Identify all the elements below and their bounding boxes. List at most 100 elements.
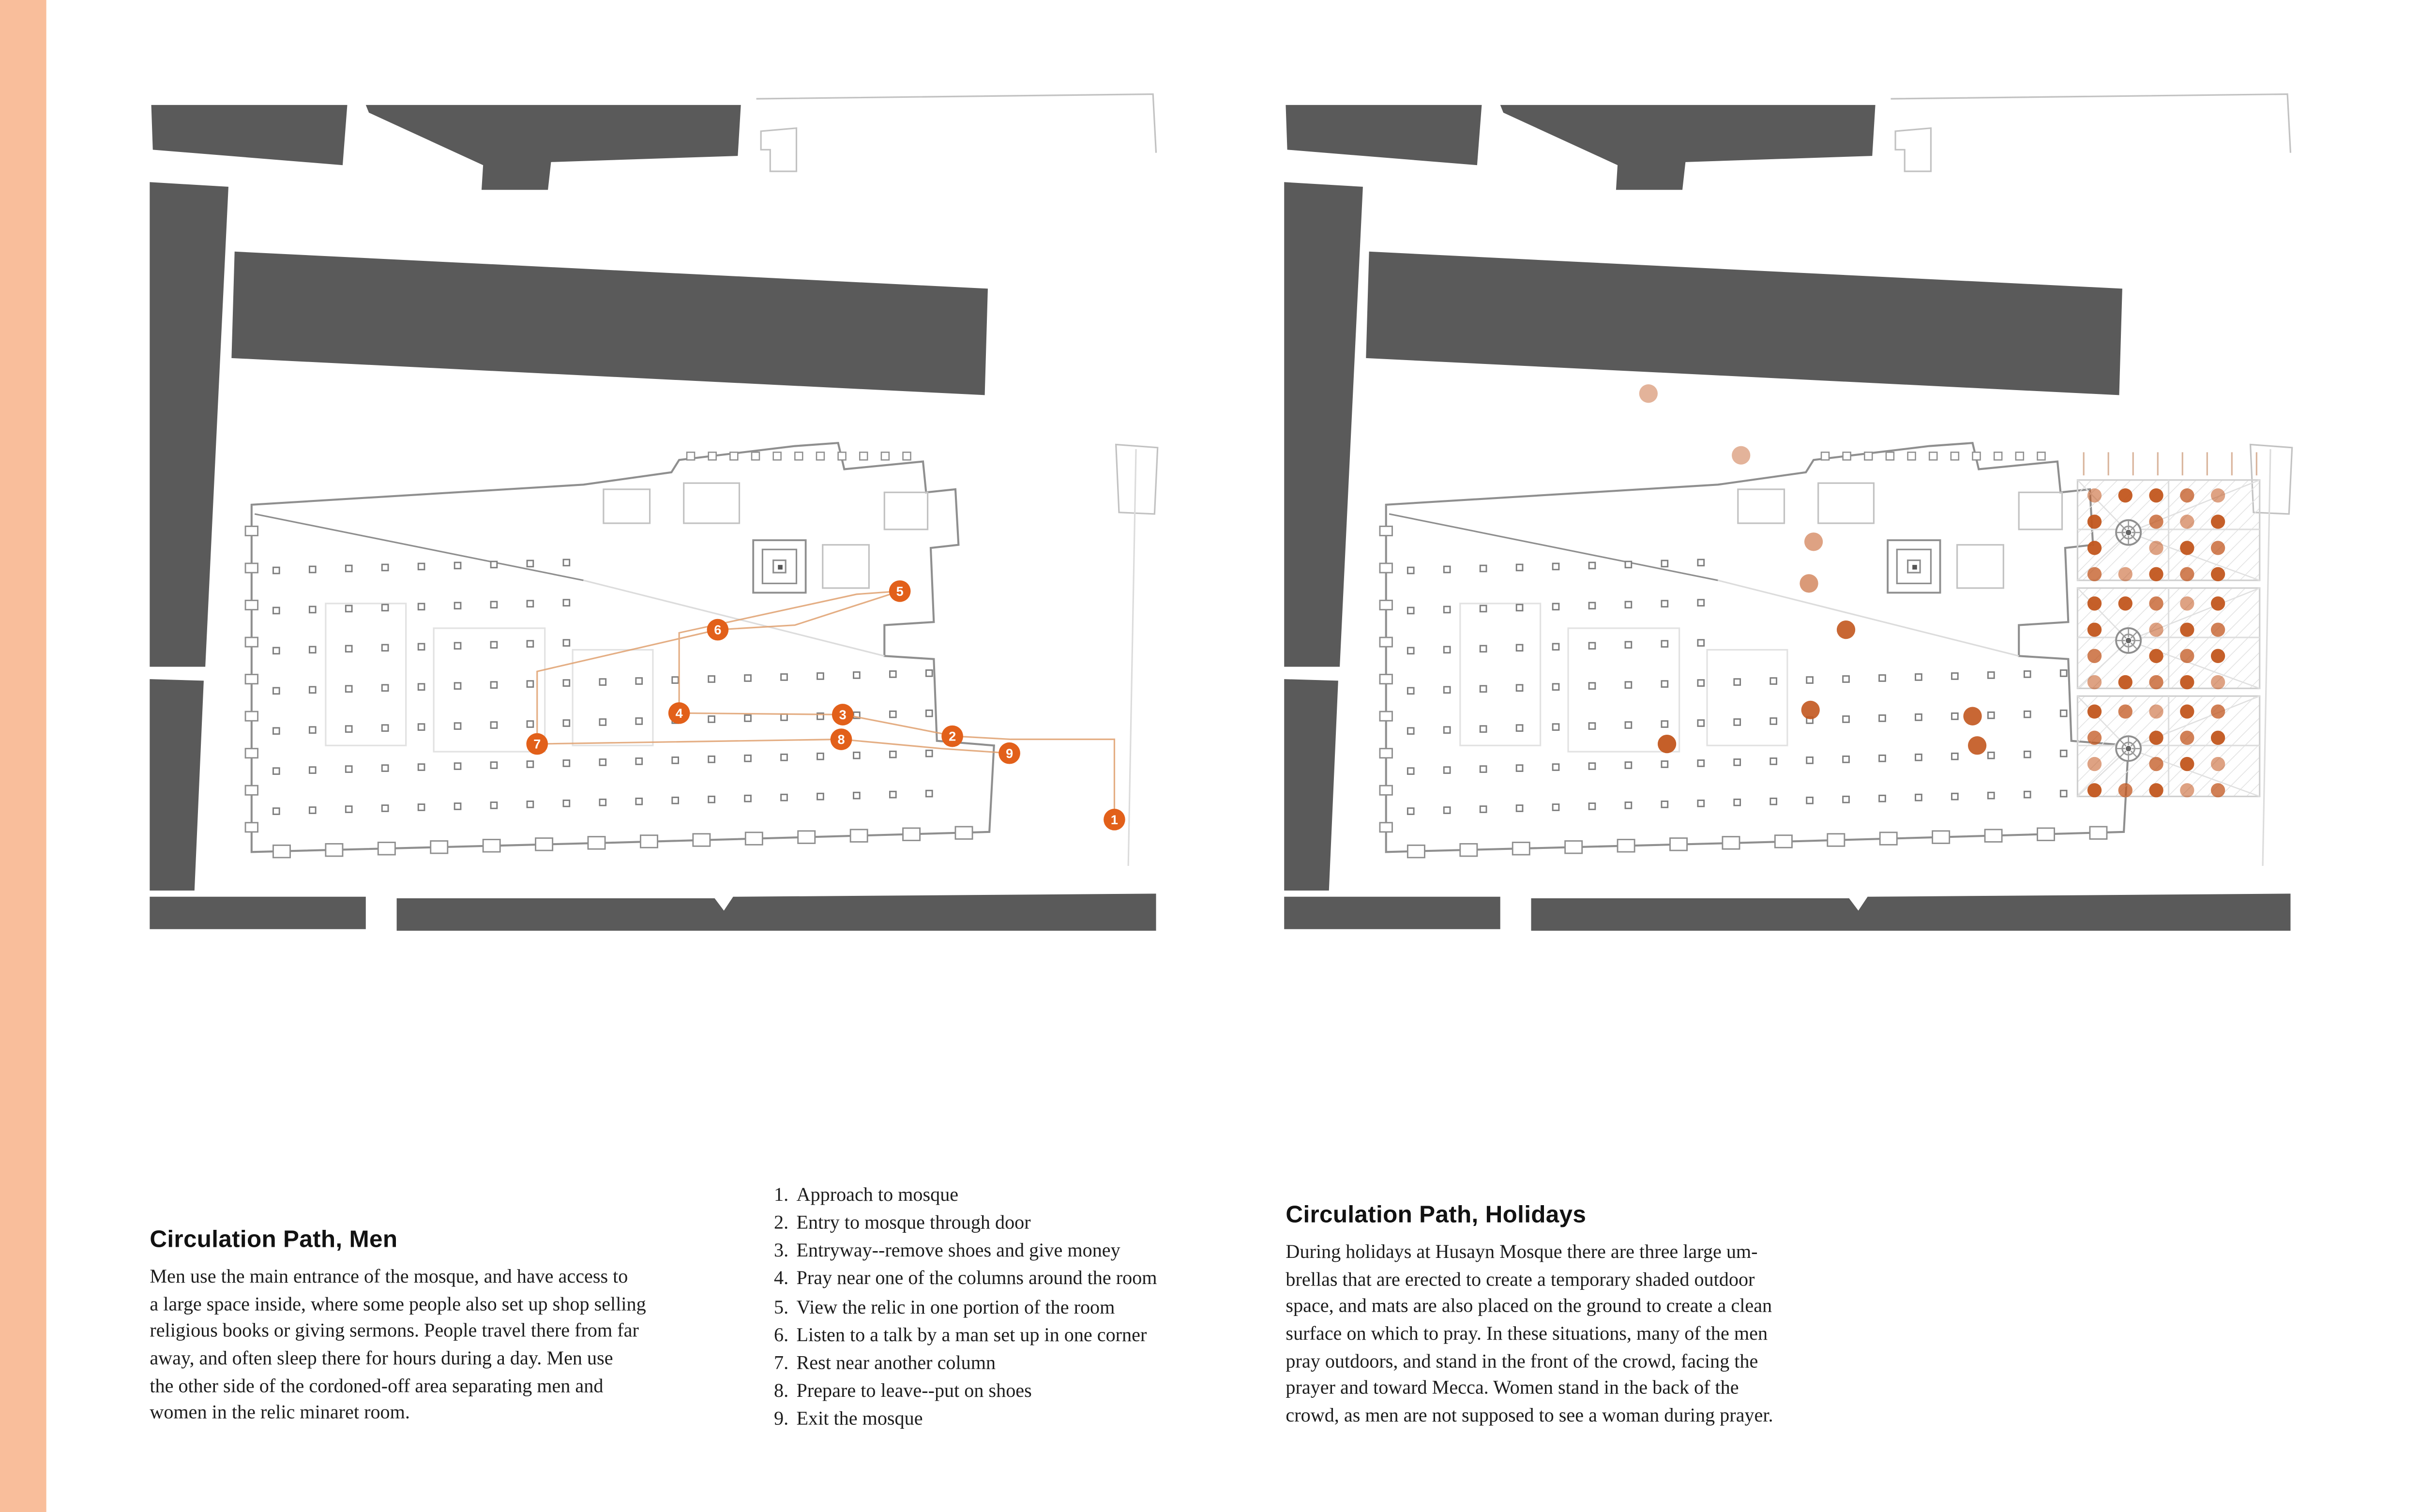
path-marker: 2 [941, 725, 963, 747]
umbrella-icon [2115, 735, 2142, 762]
left-accent-strip [0, 0, 46, 1512]
path-marker: 3 [832, 704, 854, 726]
mat-grid-dot [2210, 488, 2225, 503]
building-shapes [150, 105, 1156, 931]
mat-grid-dot [2118, 596, 2133, 611]
mat-grid-dot [2210, 541, 2225, 555]
mat-dot-grid [2087, 488, 2225, 798]
mat-grid-dot [2149, 488, 2163, 503]
mat-grid-dot [2180, 675, 2194, 690]
prayer-mat-area [2076, 452, 2261, 798]
holiday-plan-svg [1284, 93, 2293, 931]
holiday-caption: Circulation Path, Holidays During holida… [1286, 1202, 1826, 1430]
circulation-steps-list: Approach to mosqueEntry to mosque throug… [767, 1181, 1256, 1433]
path-marker-label: 2 [949, 729, 956, 744]
umbrella-icon [2115, 519, 2142, 546]
mat-grid-dot [2087, 783, 2102, 798]
circulation-path-line [536, 590, 1116, 820]
path-marker-label: 4 [676, 706, 683, 721]
holiday-crowd-plan [1281, 85, 2315, 957]
mat-grid-dot [2180, 596, 2194, 611]
crowd-dot [1836, 620, 1856, 639]
crowd-dot [1801, 700, 1820, 720]
building-outlines [756, 93, 1159, 866]
mat-grid-dot [2180, 756, 2194, 771]
path-marker: 8 [830, 728, 852, 750]
column-grid [1407, 559, 2068, 815]
mat-grid-dot [2118, 675, 2133, 690]
crowd-dot [1963, 707, 1982, 726]
mat-grid-dot [2087, 675, 2102, 690]
mat-grid-dot [2149, 514, 2163, 529]
mat-grid-dot [2180, 783, 2194, 798]
path-marker: 6 [707, 619, 729, 641]
crowd-dot [1804, 532, 1823, 551]
mat-grid-dot [2087, 514, 2102, 529]
circulation-step: Rest near another column [793, 1348, 1256, 1376]
mat-grid-dot [2210, 730, 2225, 745]
holiday-caption-body: During holidays at Husayn Mosque there a… [1286, 1240, 1773, 1426]
circulation-step: Listen to a talk by a man set up in one … [793, 1321, 1256, 1349]
men-caption-title: Circulation Path, Men [150, 1227, 398, 1254]
path-marker: 4 [668, 702, 690, 724]
mat-grid-dot [2149, 567, 2163, 581]
mat-grid-dot [2180, 622, 2194, 637]
circulation-step: Pray near one of the columns around the … [793, 1265, 1256, 1293]
mat-grid-dot [2210, 783, 2225, 798]
crowd-dot [1732, 446, 1751, 465]
mat-grid-dot [2149, 596, 2163, 611]
crowd-dot [1657, 734, 1677, 754]
path-marker: 5 [889, 580, 911, 602]
crowd-dot [1967, 736, 1987, 755]
circulation-step: View the relic in one portion of the roo… [793, 1293, 1256, 1321]
site-plan-base [1284, 93, 2293, 931]
mat-grid-dot [2087, 730, 2102, 745]
circulation-step: Prepare to leave--put on shoes [793, 1376, 1256, 1405]
mat-grid-dot [2180, 541, 2194, 555]
mat-grid-dot [2118, 488, 2133, 503]
holiday-caption-title: Circulation Path, Holidays [1286, 1202, 1587, 1229]
mat-grid-dot [2210, 756, 2225, 771]
mat-grid-dot [2180, 649, 2194, 663]
mat-grid-dot [2210, 649, 2225, 663]
mosque-outline [1379, 442, 2130, 859]
path-marker: 7 [526, 733, 548, 755]
mat-grid-dot [2087, 622, 2102, 637]
mat-grid-dot [2118, 704, 2133, 719]
circulation-step: Exit the mosque [793, 1405, 1256, 1433]
mat-grid-dot [2180, 704, 2194, 719]
mosque-outline [244, 442, 995, 859]
mat-grid-dot [2149, 649, 2163, 663]
path-marker-label: 8 [837, 732, 845, 747]
mat-grid-dot [2149, 756, 2163, 771]
building-shapes [1284, 105, 2291, 931]
column-grid [272, 559, 933, 815]
mat-grid-dot [2210, 567, 2225, 581]
mat-grid-dot [2210, 514, 2225, 529]
mat-grid-dot [2087, 756, 2102, 771]
mat-grid-dot [2210, 704, 2225, 719]
crowd-dot [1639, 384, 1658, 403]
men-caption-body: Men use the main entrance of the mosque,… [150, 1265, 646, 1423]
mat-grid-dot [2180, 730, 2194, 745]
path-marker: 1 [1104, 809, 1125, 831]
mat-grid-dot [2210, 675, 2225, 690]
mat-grid-dot [2210, 622, 2225, 637]
mat-grid-dot [2087, 596, 2102, 611]
site-plan-base [150, 93, 1159, 931]
mat-grid-dot [2149, 704, 2163, 719]
mat-grid-dot [2149, 675, 2163, 690]
mat-grid-dot [2149, 622, 2163, 637]
mat-grid-dot [2087, 567, 2102, 581]
mat-grid-dot [2087, 541, 2102, 555]
mat-grid-dot [2149, 730, 2163, 745]
path-marker-label: 3 [839, 707, 847, 722]
crowd-dots [1639, 384, 1987, 755]
mat-grid-dot [2210, 596, 2225, 611]
mat-grid-dot [2149, 783, 2163, 798]
